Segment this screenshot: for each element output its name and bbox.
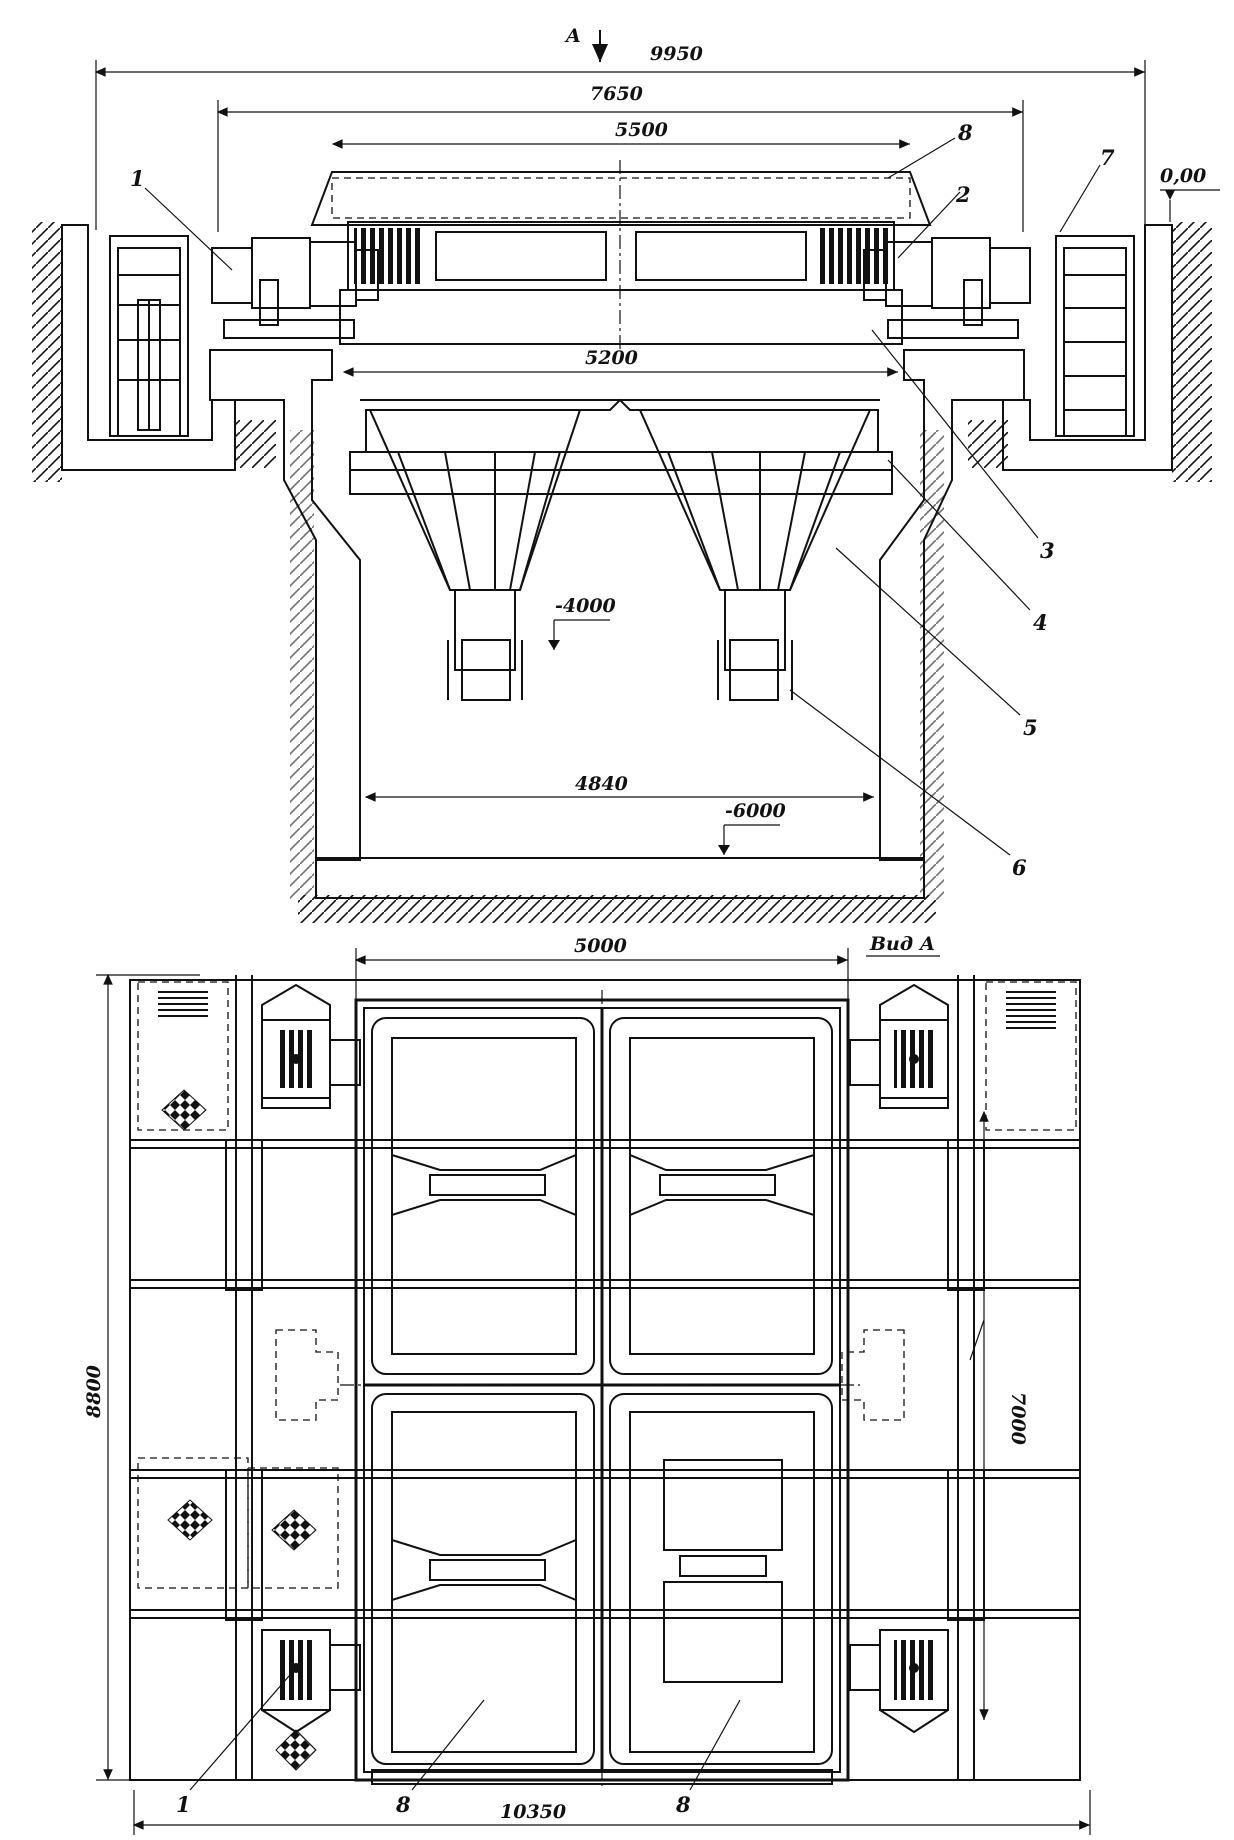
callout-2: 2 [955, 182, 971, 207]
hopper-right [638, 409, 872, 701]
ladder-right [1063, 247, 1127, 437]
grate-panel-top-right [609, 1017, 833, 1375]
callout-5: 5 [1023, 715, 1038, 740]
grate-panel-top-left [371, 1017, 595, 1375]
plan-motor-bottom-right [849, 1629, 949, 1734]
plan-callout-8-right: 8 [675, 1792, 691, 1817]
callout-8: 8 [957, 120, 973, 145]
plan-motor-top-right [849, 983, 949, 1109]
ground-hatching [32, 222, 1212, 923]
walkway-bottom-left [275, 1729, 317, 1771]
callout-7: 7 [1100, 145, 1115, 170]
ladder-left [117, 247, 181, 437]
plan-motor-top-left [261, 983, 361, 1109]
callout-4: 4 [1033, 610, 1048, 635]
elevation-minus-6000: -6000 [725, 800, 786, 822]
leader-lines-plan [189, 1319, 985, 1791]
dim-7650: 7650 [590, 83, 643, 105]
vibrating-grate [310, 160, 932, 350]
grate-panel-bottom-left [371, 1393, 595, 1765]
elevation-markers [548, 189, 1220, 855]
section-view: 9950 7650 5500 5200 4840 A 0,00 -4000 -6… [32, 25, 1220, 923]
plan-callout-1: 1 [176, 1792, 191, 1817]
dashed-outlines [275, 1329, 905, 1421]
dim-5000: 5000 [574, 935, 627, 957]
dim-9950: 9950 [650, 43, 703, 65]
hopper-frame [349, 398, 893, 495]
dim-5200: 5200 [585, 347, 638, 369]
callout-1: 1 [130, 166, 145, 191]
view-arrow-label: A [564, 25, 581, 47]
plan-callout-8-left: 8 [395, 1792, 411, 1817]
leader-lines-section [144, 137, 1101, 856]
grate-frame [340, 990, 860, 1790]
dim-5500: 5500 [615, 119, 668, 141]
ladder-box-top-left [137, 981, 229, 1131]
dimension-lines-section [94, 60, 1146, 802]
drive-left [211, 237, 379, 339]
plan-motor-bottom-left [261, 1629, 361, 1734]
support-frame [129, 975, 1081, 1781]
dim-10350: 10350 [500, 1801, 566, 1823]
dim-4840: 4840 [575, 773, 628, 795]
ladder-box-mid-left [137, 1457, 339, 1589]
ladder-box-top-right [985, 981, 1077, 1131]
grate-panel-bottom-right [609, 1393, 833, 1765]
dim-7000: 7000 [1007, 1392, 1029, 1445]
elevation-minus-4000: -4000 [555, 595, 616, 617]
elevation-0: 0,00 [1160, 165, 1206, 187]
plan-view: 5000 Вид А 8800 7000 10350 1 8 8 [83, 933, 1091, 1835]
drive-right [863, 237, 1031, 339]
dim-8800: 8800 [83, 1365, 105, 1419]
callout-3: 3 [1040, 538, 1055, 563]
plan-view-title: Вид А [869, 933, 935, 955]
hopper-left [368, 409, 582, 701]
callout-6: 6 [1012, 855, 1027, 880]
